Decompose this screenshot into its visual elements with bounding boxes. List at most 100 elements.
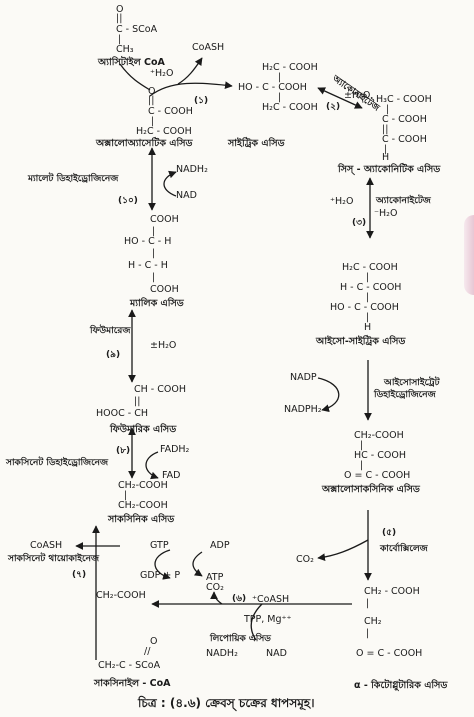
atp-label: ATP bbox=[206, 572, 224, 583]
isocitrate-l4: H bbox=[364, 322, 372, 333]
coash-thiokinase-label: CoASH bbox=[30, 540, 63, 551]
page-edge-shadow bbox=[464, 215, 474, 295]
acetyl-coa-methyl: CH₃ bbox=[116, 44, 134, 55]
succinate-thiokinase-label: সাকসিনেট থায়োকাইনেজ bbox=[8, 554, 99, 564]
cis-aconitate-bond-top: | bbox=[386, 104, 390, 115]
succinyl-coa-top: CH₂-COOH bbox=[96, 590, 146, 601]
tpp-label: TPP, Mg⁺⁺ bbox=[244, 614, 292, 625]
step-6-label: (৬) bbox=[232, 594, 247, 604]
isocitrate-l2: H - C - COOH bbox=[340, 282, 402, 293]
arrow-gtp-curve bbox=[154, 549, 171, 580]
citrate-bond-bottom: | bbox=[278, 92, 282, 103]
oxaloacetate-oxo: O bbox=[148, 86, 156, 97]
nadh-lipoic-label: NADH₂ bbox=[206, 648, 238, 659]
cis-aconitate-h: H bbox=[382, 152, 390, 163]
arrow-co2-lipoic bbox=[210, 591, 223, 605]
step-8-label: (৮) bbox=[116, 446, 131, 456]
oxaloacetate-bond: | bbox=[151, 116, 155, 127]
fumarate-top: CH - COOH bbox=[134, 384, 186, 395]
arrow-coash-release bbox=[177, 57, 203, 85]
cis-aconitate-middle: C - COOH bbox=[382, 114, 427, 125]
isocitrate-dh-label-1: আইসোসাইট্রেট bbox=[384, 378, 440, 388]
adp-label: ADP bbox=[210, 540, 230, 551]
step-9-label: (৯) bbox=[106, 350, 121, 360]
oxalosuccinate-b2: | bbox=[360, 460, 364, 471]
malate-cooh-top: COOH bbox=[150, 214, 179, 225]
succinate-top: CH₂-COOH bbox=[118, 480, 168, 491]
fadh-label: FADH₂ bbox=[160, 444, 190, 455]
step-2-label: (২) bbox=[326, 102, 341, 112]
alpha-kg-l3: O = C - COOH bbox=[356, 648, 423, 659]
acetyl-coa-bond: | bbox=[118, 34, 122, 45]
h2o-fumarase-label: ±H₂O bbox=[150, 340, 177, 351]
oxalosuccinate-name: অক্সালোসাকসিনিক এসিড bbox=[322, 484, 420, 495]
nadph-label: NADPH₂ bbox=[284, 404, 322, 415]
oxaloacetate-name: অক্সালোঅ্যাসেটিক এসিড bbox=[96, 138, 193, 149]
step-5-label: (৫) bbox=[382, 528, 397, 538]
malate-cooh-bottom: COOH bbox=[150, 284, 179, 295]
arrow-step-1 bbox=[149, 81, 233, 97]
nad-malate-label: NAD bbox=[176, 190, 197, 201]
succinyl-coa-oxo: O bbox=[150, 636, 158, 647]
arrow-lipoic-curve bbox=[250, 603, 263, 641]
oxalosuccinate-b1: | bbox=[360, 440, 364, 451]
fad-label: FAD bbox=[162, 470, 181, 481]
acetyl-coa-carbonyl: C - SCoA bbox=[116, 24, 158, 35]
arrow-acetyl-entry bbox=[119, 63, 151, 91]
arrow-step-2 bbox=[317, 87, 363, 109]
arrow-nad-curve bbox=[163, 170, 177, 197]
gdp-label: GDP + P bbox=[140, 570, 181, 581]
oxalosuccinate-l1: CH₂-COOH bbox=[354, 430, 404, 441]
isocitrate-l3: HO - C - COOH bbox=[330, 302, 399, 313]
figure-caption: চিত্র : (৪.৬) ক্রেবস্‌ চক্রের ধাপসমূহ। bbox=[138, 696, 315, 710]
malate-dh-label: ম্যালেট ডিহাইড্রোজিনেজ bbox=[28, 174, 119, 184]
alpha-kg-l2: CH₂ bbox=[364, 616, 382, 627]
citrate-top: H₂C - COOH bbox=[262, 62, 318, 73]
step-7-label: (৭) bbox=[72, 570, 87, 580]
co2-lipoic-label: CO₂ bbox=[206, 582, 224, 593]
malate-name: ম্যালিক এসিড bbox=[130, 298, 184, 309]
arrow-nadp-curve bbox=[317, 377, 340, 412]
h2o-aconitase-top: ±H₂O bbox=[344, 90, 371, 101]
citrate-middle: HO - C - COOH bbox=[238, 82, 307, 93]
oxaloacetate-double-bond: || bbox=[148, 95, 155, 106]
succinyl-coa-name: সাকসিনাইল - CoA bbox=[94, 678, 171, 689]
h2o-left: ⁺H₂O bbox=[330, 196, 354, 207]
malate-l1: HO - C - H bbox=[124, 236, 172, 247]
acetyl-coa-water: ⁺H₂O bbox=[150, 68, 174, 79]
fumarate-double-bond: || bbox=[134, 396, 141, 407]
succinyl-coa-carbonyl: CH₂-C - SCoA bbox=[98, 660, 161, 671]
oxalosuccinate-l2: HC - COOH bbox=[354, 450, 406, 461]
acetyl-coa-oxo: O bbox=[116, 4, 124, 15]
succinate-bond: | bbox=[124, 490, 128, 501]
nad-lipoic-label: NAD bbox=[266, 648, 287, 659]
nadp-label: NADP bbox=[290, 372, 317, 383]
succinate-dh-label: সাকসিনেট ডিহাইড্রোজিনেজ bbox=[6, 458, 109, 468]
succinate-name: সাকসিনিক এসিড bbox=[108, 514, 175, 525]
isocitrate-l1: H₂C - COOH bbox=[342, 262, 398, 273]
isocitrate-name: আইসো-সাইট্রিক এসিড bbox=[316, 336, 406, 347]
lipoic-acid-label: লিপোয়িক এসিড bbox=[210, 634, 271, 644]
oxaloacetate-carbonyl: C - COOH bbox=[148, 106, 193, 117]
acetyl-coa-double-bond: || bbox=[116, 13, 123, 24]
isocitrate-b1: | bbox=[366, 272, 370, 283]
malate-b1: | bbox=[152, 226, 156, 237]
cis-aconitate-name: সিস্‌ - অ্যাকোনিটিক এসিড bbox=[338, 164, 441, 175]
oxalosuccinate-l3: O = C - COOH bbox=[344, 470, 411, 481]
isocitrate-b3: | bbox=[366, 312, 370, 323]
step-1-label: (১) bbox=[194, 96, 209, 106]
co2-decarb-label: CO₂ bbox=[296, 554, 314, 565]
fumarase-label: ফিউমারেজ bbox=[90, 326, 131, 336]
citrate-bottom: H₂C - COOH bbox=[262, 102, 318, 113]
alpha-kg-b2: | bbox=[366, 628, 370, 639]
citrate-bond-top: | bbox=[278, 72, 282, 83]
cis-aconitate-bottom: C - COOH bbox=[382, 134, 427, 145]
acetyl-coa-name: অ্যাসিটাইল CoA bbox=[98, 57, 165, 68]
alpha-kg-l1: CH₂ - COOH bbox=[364, 586, 420, 597]
malate-b2: | bbox=[152, 248, 156, 259]
isocitrate-b2: | bbox=[366, 292, 370, 303]
citrate-name: সাইট্রিক এসিড bbox=[228, 138, 285, 149]
coash-product: CoASH bbox=[192, 42, 225, 53]
